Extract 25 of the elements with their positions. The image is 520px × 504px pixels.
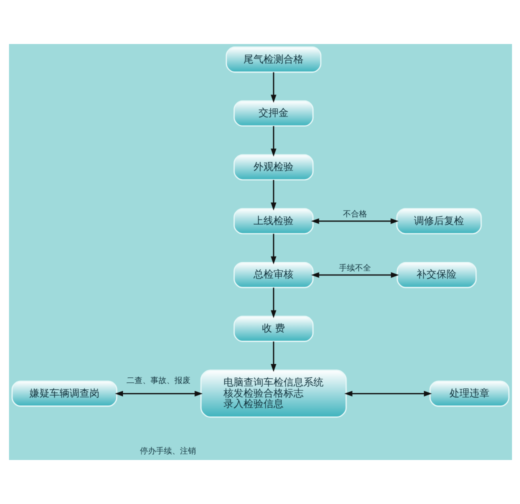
node-box: 总检审核 — [233, 262, 314, 288]
arrow — [114, 390, 202, 396]
node-box: 嫌疑车辆调查岗 — [11, 380, 117, 407]
node-box: 处理违章 — [428, 380, 509, 407]
arrow — [270, 180, 276, 210]
arrow — [310, 218, 398, 224]
arrow — [270, 126, 276, 157]
node-box: 收 费 — [233, 316, 314, 342]
arrow — [270, 342, 276, 372]
node-box: 上线检验 — [233, 208, 314, 234]
arrow — [270, 288, 276, 318]
edge-label: 不合格 — [342, 209, 366, 218]
node-box: 补交保险 — [396, 262, 476, 288]
edge-label: 手续不全 — [338, 263, 371, 272]
edge-label: 二查、事故、报废 — [126, 376, 190, 385]
node-box: 外观检验 — [233, 154, 314, 180]
label: 停办手续、注销 — [140, 446, 196, 456]
arrow — [310, 272, 398, 278]
arrow — [344, 390, 432, 396]
arrow — [270, 234, 276, 264]
node-box: 交押金 — [233, 100, 314, 127]
node-box: 电脑查询车检信息系统 核发检验合格标志 录入检验信息 — [200, 370, 346, 418]
arrow — [270, 72, 276, 103]
node-box: 调修后复检 — [396, 208, 482, 234]
node-box: 尾气检测合格 — [225, 46, 321, 73]
